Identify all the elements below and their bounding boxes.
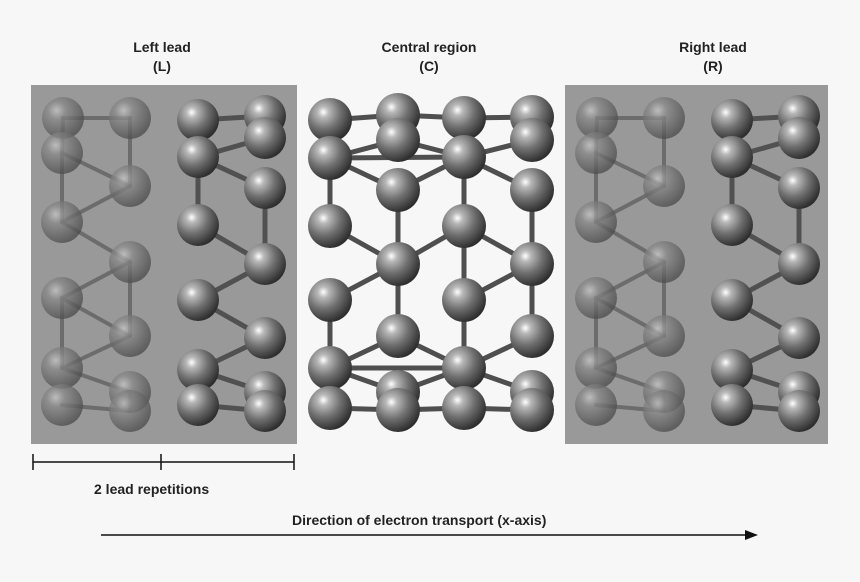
atom bbox=[643, 241, 685, 283]
central-region-title: Central region bbox=[381, 39, 477, 55]
atom bbox=[376, 314, 420, 358]
atom bbox=[41, 347, 83, 389]
atom bbox=[41, 132, 83, 174]
right-lead-title: Right lead bbox=[679, 39, 747, 55]
atom bbox=[576, 97, 618, 139]
atom bbox=[442, 135, 486, 179]
atom bbox=[42, 97, 84, 139]
central-region-abbr: (C) bbox=[419, 58, 439, 74]
atom bbox=[510, 118, 554, 162]
atom bbox=[177, 136, 219, 178]
atom bbox=[643, 97, 685, 139]
atom bbox=[308, 386, 352, 430]
lead-repetition-scale bbox=[32, 454, 295, 470]
atom bbox=[643, 165, 685, 207]
atom bbox=[778, 317, 820, 359]
central-region-heading: Central region (C) bbox=[329, 38, 529, 76]
atom bbox=[376, 242, 420, 286]
atom bbox=[711, 204, 753, 246]
transport-direction-label: Direction of electron transport (x-axis) bbox=[292, 512, 547, 528]
left-lead-title: Left lead bbox=[133, 39, 191, 55]
atom bbox=[244, 167, 286, 209]
lead-repetitions-label: 2 lead repetitions bbox=[94, 481, 210, 497]
atom bbox=[711, 99, 753, 141]
atom bbox=[711, 349, 753, 391]
atom bbox=[41, 201, 83, 243]
right-lead-heading: Right lead (R) bbox=[613, 38, 813, 76]
atom bbox=[575, 384, 617, 426]
atom bbox=[376, 388, 420, 432]
atom bbox=[41, 277, 83, 319]
atom bbox=[575, 277, 617, 319]
atom bbox=[376, 118, 420, 162]
atom bbox=[109, 165, 151, 207]
atom bbox=[442, 278, 486, 322]
atom bbox=[575, 347, 617, 389]
right-lead-abbr: (R) bbox=[703, 58, 723, 74]
atom bbox=[778, 390, 820, 432]
atom bbox=[510, 314, 554, 358]
left-lead-structure bbox=[41, 95, 286, 432]
atom bbox=[308, 136, 352, 180]
atom bbox=[711, 279, 753, 321]
atom bbox=[109, 97, 151, 139]
atom bbox=[575, 201, 617, 243]
atom bbox=[177, 99, 219, 141]
atom bbox=[442, 346, 486, 390]
atom bbox=[244, 390, 286, 432]
central-region-structure bbox=[308, 93, 554, 432]
left-lead-heading: Left lead (L) bbox=[62, 38, 262, 76]
arrow-head bbox=[745, 530, 758, 540]
atom bbox=[244, 243, 286, 285]
atom bbox=[510, 388, 554, 432]
atom bbox=[510, 242, 554, 286]
atom bbox=[643, 390, 685, 432]
atom bbox=[308, 278, 352, 322]
atom bbox=[177, 384, 219, 426]
atom bbox=[308, 204, 352, 248]
atom bbox=[308, 346, 352, 390]
atom bbox=[244, 117, 286, 159]
atom bbox=[442, 96, 486, 140]
transport-arrow bbox=[101, 530, 758, 540]
atom bbox=[778, 117, 820, 159]
atom bbox=[109, 241, 151, 283]
atom bbox=[778, 167, 820, 209]
atom bbox=[177, 349, 219, 391]
atom bbox=[109, 315, 151, 357]
atom bbox=[510, 168, 554, 212]
left-lead-abbr: (L) bbox=[153, 58, 171, 74]
atom bbox=[442, 204, 486, 248]
atom bbox=[177, 279, 219, 321]
atom bbox=[711, 384, 753, 426]
atom bbox=[177, 204, 219, 246]
atom bbox=[778, 243, 820, 285]
atom bbox=[41, 384, 83, 426]
atom bbox=[575, 132, 617, 174]
atom bbox=[109, 390, 151, 432]
atom bbox=[643, 315, 685, 357]
atom bbox=[308, 98, 352, 142]
atom bbox=[711, 136, 753, 178]
atom bbox=[442, 386, 486, 430]
atom bbox=[244, 317, 286, 359]
atom bbox=[376, 168, 420, 212]
right-lead-structure bbox=[575, 95, 820, 432]
